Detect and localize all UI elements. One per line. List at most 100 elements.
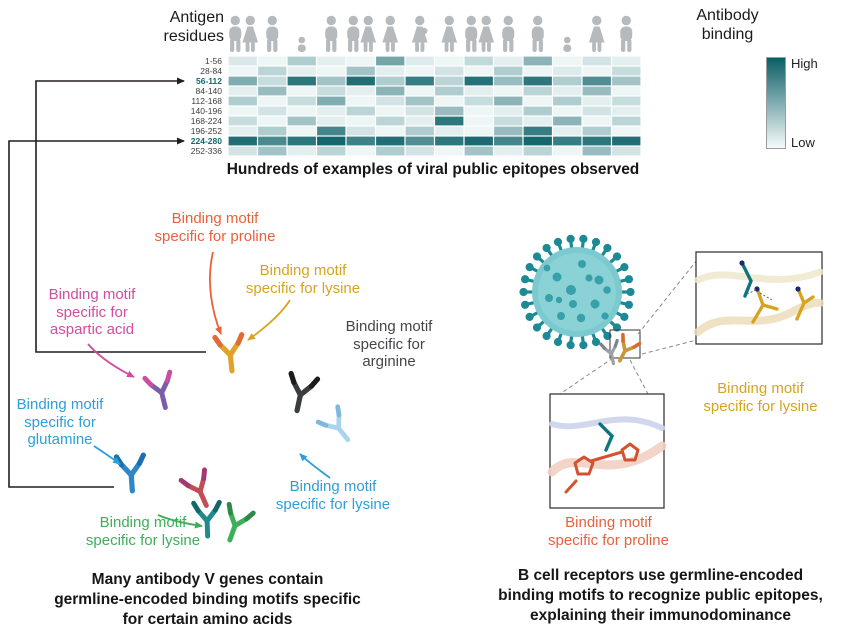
heatmap-cell	[346, 126, 375, 136]
heatmap-cell	[464, 116, 493, 126]
heatmap-cell	[346, 66, 375, 76]
heatmap-caption: Hundreds of examples of viral public epi…	[226, 161, 640, 178]
heatmap-cell	[464, 86, 493, 96]
heatmap-cell	[464, 136, 493, 146]
heatmap-cell	[258, 56, 287, 66]
arrow-lysine-blue	[299, 453, 331, 479]
heatmap-cell	[317, 56, 346, 66]
heatmap-cell	[523, 96, 552, 106]
heatmap-cell	[317, 126, 346, 136]
heatmap-cell	[553, 106, 582, 116]
heatmap-cell	[553, 76, 582, 86]
antibody-glutamine-blue	[113, 452, 146, 494]
heatmap-cell	[405, 146, 434, 156]
person-icon-woman	[588, 15, 605, 52]
heatmap-cell	[553, 136, 582, 146]
heatmap-cell	[435, 76, 464, 86]
heatmap-cell	[612, 146, 641, 156]
person-icon-couple	[229, 15, 259, 52]
dashed-line	[559, 357, 614, 395]
heatmap-cell	[523, 76, 552, 86]
heatmap-cell	[494, 126, 523, 136]
heatmap-row-label: 84-140	[195, 86, 222, 96]
heatmap-cell	[612, 126, 641, 136]
heatmap-cell	[523, 126, 552, 136]
heatmap-cell	[612, 96, 641, 106]
heatmap-row-label: 1-56	[204, 56, 222, 66]
arrows	[8, 77, 331, 529]
virus-icon	[519, 234, 635, 350]
person-icon-baby	[297, 36, 306, 52]
person-icon-man	[531, 15, 544, 52]
heatmap-row-label: 140-196	[190, 106, 222, 116]
heatmap-cell	[258, 66, 287, 76]
heatmap-cell	[317, 86, 346, 96]
heatmap-cell	[582, 116, 611, 126]
arrow-proline	[209, 251, 222, 335]
heatmap-cell	[435, 86, 464, 96]
heatmap-cell	[287, 146, 316, 156]
heatmap-cell	[612, 66, 641, 76]
person-icon-man	[266, 15, 279, 52]
heatmap-cell	[376, 66, 405, 76]
heatmap-cell	[435, 106, 464, 116]
heatmap-grid	[228, 56, 641, 156]
heatmap-cell	[582, 106, 611, 116]
antibody-binding-legend-title: Antibody binding	[696, 7, 759, 44]
heatmap-cell	[494, 86, 523, 96]
heatmap-cell	[464, 126, 493, 136]
heatmap-cell	[346, 146, 375, 156]
heatmap-cell	[612, 76, 641, 86]
heatmap-cell	[523, 146, 552, 156]
heatmap-cell	[405, 106, 434, 116]
heatmap-cell	[612, 56, 641, 66]
heatmap-cell	[376, 86, 405, 96]
heatmap-cell	[523, 86, 552, 96]
label-lysine-blue: Binding motif specific for lysine	[275, 478, 391, 513]
antibody-bcr-gold	[617, 332, 642, 363]
heatmap-cell	[582, 146, 611, 156]
person-icon-pregnant	[411, 15, 428, 52]
heatmap-cell	[464, 76, 493, 86]
right-caption: B cell receptors use germline-encoded bi…	[498, 567, 823, 624]
heatmap-cell	[346, 116, 375, 126]
heatmap-cell	[612, 106, 641, 116]
person-icon-man	[502, 15, 515, 52]
heatmap-cell	[376, 116, 405, 126]
heatmap-cell	[376, 56, 405, 66]
heatmap-cell	[228, 146, 257, 156]
heatmap-cell	[494, 106, 523, 116]
heatmap-cell	[435, 146, 464, 156]
label-proline: Binding motif specific for proline	[154, 210, 276, 245]
dashed-line	[637, 259, 698, 335]
heatmap-row-label: 168-224	[190, 116, 222, 126]
person-icon-woman	[382, 15, 399, 52]
heatmap-cell	[228, 126, 257, 136]
dashed-line	[629, 359, 649, 395]
heatmap-cell	[287, 86, 316, 96]
label-lysine-green: Binding motif specific for lysine	[85, 514, 201, 549]
heatmap-cell	[317, 66, 346, 76]
heatmap-cell	[228, 96, 257, 106]
heatmap-cell	[612, 86, 641, 96]
heatmap-cell	[435, 136, 464, 146]
heatmap-cell	[317, 116, 346, 126]
heatmap-cell	[553, 66, 582, 76]
antibody-lysine-gold	[212, 332, 245, 374]
heatmap-cell	[464, 146, 493, 156]
label-arginine: Binding motif specific for arginine	[345, 318, 433, 371]
heatmap-cell	[287, 96, 316, 106]
heatmap-cell	[287, 76, 316, 86]
heatmap-cell	[435, 116, 464, 126]
heatmap-cell	[405, 136, 434, 146]
heatmap-cell	[228, 76, 257, 86]
heatmap-row-label: 196-252	[190, 126, 222, 136]
heatmap-cell	[346, 56, 375, 66]
heatmap-cell	[258, 126, 287, 136]
heatmap-row-label: 252-336	[190, 146, 222, 156]
heatmap-cell	[287, 116, 316, 126]
heatmap-cell	[582, 66, 611, 76]
